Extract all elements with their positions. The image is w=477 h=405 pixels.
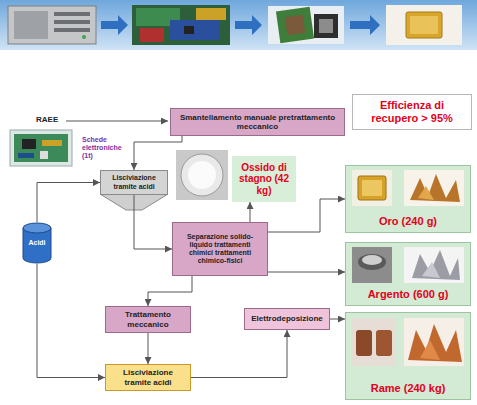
process-box: Lisciviazione tramite acidi [100, 170, 168, 195]
gold-photo [352, 170, 464, 206]
flow-connector [148, 276, 192, 306]
flow-connector [268, 272, 345, 273]
node-text: Trattamento meccanico [110, 310, 186, 328]
node-text: Smantellamento manuale pretrattamento me… [175, 113, 340, 131]
process-box: Separazione solido-liquido trattamenti c… [172, 222, 268, 276]
flow-connector [37, 264, 105, 378]
process-box: Smantellamento manuale pretrattamento me… [170, 108, 345, 136]
gold-photo [386, 5, 462, 45]
node-text: Rame (240 kg) [371, 382, 446, 395]
input-arrow [66, 121, 168, 122]
flow-connector [191, 330, 287, 378]
reagent-tank: Acidi [22, 222, 52, 264]
flow-arrow [235, 15, 262, 35]
node-text: Argento (600 g) [368, 288, 449, 301]
flow-connector [37, 183, 100, 223]
flow-connector [134, 136, 182, 170]
tin-oxide-photo [176, 150, 228, 200]
node-text: Lisciviazione tramite acidi [105, 174, 163, 190]
node-text: Acidi [28, 239, 45, 247]
server-photo [8, 6, 96, 44]
flow-connector [250, 202, 251, 222]
efficiency-box: Efficienza di recupero > 95% [352, 94, 472, 130]
photo-strip [0, 0, 477, 50]
input-label: RAEE [36, 115, 68, 124]
node-text: Lisciviazione tramite acidi [110, 368, 186, 386]
flow-arrow [101, 15, 128, 35]
copper-photo [352, 318, 464, 366]
flow-arrow [350, 15, 380, 35]
process-box: Lisciviazione tramite acidi [105, 364, 191, 391]
flow-connector [330, 319, 345, 320]
process-box: Elettrodeposizione [244, 308, 330, 330]
flow-connector [268, 199, 345, 232]
flow-connector [148, 333, 149, 364]
silver-photo [352, 247, 464, 283]
chip-photo [268, 6, 344, 44]
node-text: Efficienza di recupero > 95% [357, 99, 467, 124]
material-label: Schede elettroniche (1t) [82, 136, 130, 160]
process-box: Trattamento meccanico [105, 306, 191, 333]
flow-connector [134, 195, 172, 249]
boards-photo [132, 5, 230, 45]
node-text: Ossido di stagno (42 kg) [236, 162, 292, 197]
product-box: Ossido di stagno (42 kg) [232, 156, 296, 202]
node-text: Elettrodeposizione [251, 314, 323, 323]
board-photo [10, 130, 72, 166]
node-text: Oro (240 g) [379, 215, 437, 228]
node-text: Separazione solido-liquido trattamenti c… [177, 233, 263, 265]
